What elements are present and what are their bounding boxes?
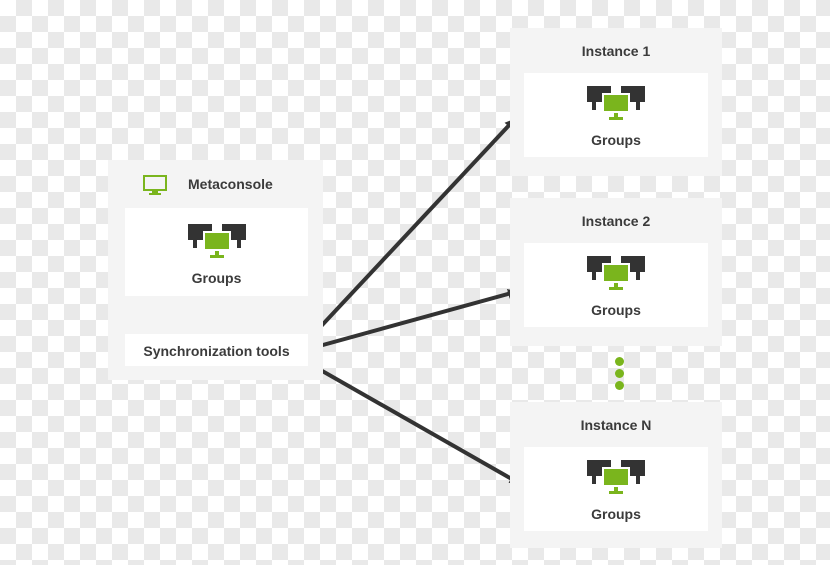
instance-n-groups-label: Groups — [591, 506, 641, 522]
instance-1-groups-box: Groups — [524, 73, 708, 157]
metaconsole-panel: Metaconsole Groups Synchronization tools — [108, 160, 323, 380]
ellipsis-dot — [615, 369, 624, 378]
metaconsole-groups-box: Groups — [125, 208, 308, 296]
ellipsis-dot — [615, 357, 624, 366]
monitors-group-icon — [587, 256, 645, 290]
monitor-outline-icon — [143, 175, 167, 195]
instance-1-panel: Instance 1 Groups — [510, 28, 722, 176]
instance-2-panel: Instance 2 Groups — [510, 198, 722, 346]
instance-n-groups-box: Groups — [524, 447, 708, 531]
synchronization-tools-label: Synchronization tools — [143, 343, 290, 359]
instance-1-groups-label: Groups — [591, 132, 641, 148]
synchronization-tools-box[interactable]: Synchronization tools — [125, 334, 308, 366]
instance-2-groups-box: Groups — [524, 243, 708, 327]
arrow-to-instance-1 — [308, 118, 516, 340]
metaconsole-groups-label: Groups — [191, 270, 242, 286]
arrow-to-instance-n — [309, 362, 520, 484]
monitors-group-icon — [188, 224, 246, 258]
instance-2-title: Instance 2 — [581, 213, 651, 229]
instance-1-title: Instance 1 — [581, 43, 651, 59]
instance-n-panel: Instance N Groups — [510, 402, 722, 548]
metaconsole-title: Metaconsole — [188, 176, 273, 192]
monitors-group-icon — [587, 460, 645, 494]
monitors-group-icon — [587, 86, 645, 120]
arrow-to-instance-2 — [311, 289, 518, 350]
ellipsis-dot — [615, 381, 624, 390]
instance-2-groups-label: Groups — [591, 302, 641, 318]
instance-n-title: Instance N — [580, 417, 652, 433]
